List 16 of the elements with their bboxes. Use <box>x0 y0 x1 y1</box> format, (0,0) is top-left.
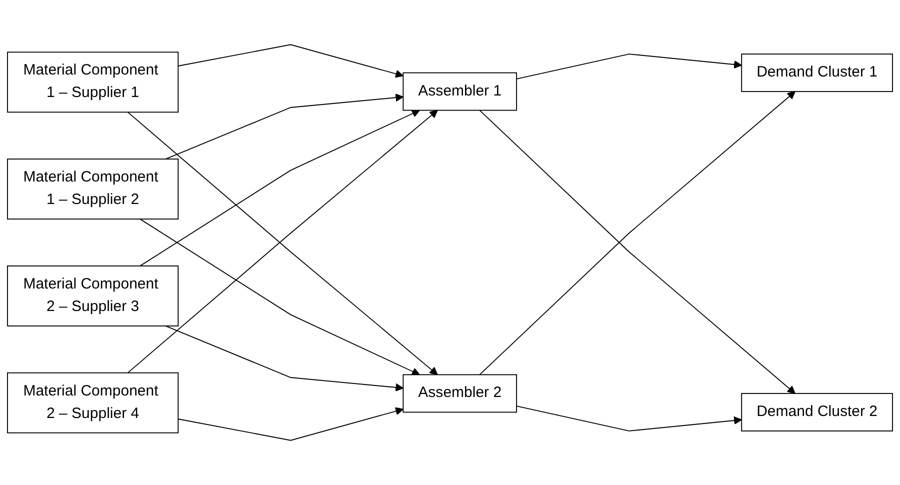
node-box: Material Component 2 – Supplier 3 <box>7 265 179 326</box>
node-box: Assembler 1 <box>402 72 518 111</box>
arrow <box>178 407 404 441</box>
arrow <box>516 406 742 432</box>
arrow <box>178 44 404 78</box>
node-box: Material Component 2 – Supplier 4 <box>7 372 179 434</box>
arrow <box>140 110 420 266</box>
arrow <box>140 218 420 376</box>
node-box: Material Component 1 – Supplier 2 <box>7 158 179 220</box>
node-box: Assembler 2 <box>402 374 518 413</box>
node-box: Material Component 1 – Supplier 1 <box>7 52 179 113</box>
node-box: Demand Cluster 2 <box>741 392 893 432</box>
arrow <box>165 93 404 160</box>
arrow <box>165 325 404 392</box>
arrow <box>516 54 742 80</box>
node-box: Demand Cluster 1 <box>741 54 893 92</box>
